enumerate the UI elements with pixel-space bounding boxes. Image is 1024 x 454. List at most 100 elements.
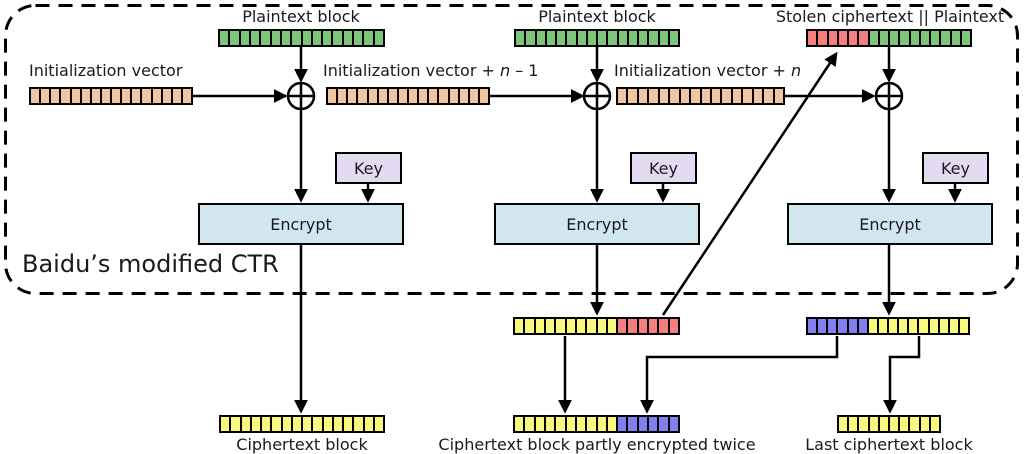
- cell-green: [608, 31, 619, 45]
- cell-yellow: [545, 319, 557, 333]
- cell-red: [859, 31, 870, 45]
- cell-green: [312, 31, 324, 45]
- cell-yellow: [303, 417, 314, 431]
- cell-red: [618, 319, 629, 333]
- cell-tan: [112, 89, 123, 103]
- cell-yellow: [364, 417, 375, 431]
- cell-green: [343, 31, 355, 45]
- cell-tan: [378, 89, 389, 103]
- cell-yellow: [515, 417, 526, 431]
- cell-tan: [649, 89, 660, 103]
- cell-green: [374, 31, 383, 45]
- ciphertext-block-2-label: Ciphertext block partly encrypted twice: [438, 435, 756, 454]
- cell-yellow: [354, 417, 365, 431]
- cell-tan: [764, 89, 775, 103]
- encrypt-box-1: Encrypt: [198, 203, 404, 245]
- iv2-label: Initialization vector + n – 1: [323, 61, 538, 80]
- right-output-block: [806, 317, 970, 335]
- cell-tan: [409, 89, 420, 103]
- iv-block-2: [326, 87, 490, 105]
- cell-tan: [51, 89, 62, 103]
- cell-tan: [162, 89, 173, 103]
- cell-green: [281, 31, 293, 45]
- middle-output-block: [513, 317, 680, 335]
- cell-yellow: [920, 417, 931, 431]
- cell-green: [364, 31, 375, 45]
- cell-yellow: [878, 319, 889, 333]
- cell-tan: [368, 89, 379, 103]
- cell-yellow: [515, 319, 526, 333]
- encrypt-box-2-label: Encrypt: [566, 214, 628, 234]
- iv-block-1: [29, 87, 193, 105]
- cell-green: [230, 31, 241, 45]
- cell-tan: [152, 89, 163, 103]
- cell-yellow: [959, 319, 968, 333]
- cell-green: [628, 31, 639, 45]
- cell-red: [669, 319, 678, 333]
- cell-yellow: [930, 417, 940, 431]
- cell-tan: [142, 89, 153, 103]
- cell-red: [828, 31, 839, 45]
- cell-tan: [132, 89, 143, 103]
- cell-green: [516, 31, 527, 45]
- xor-icon-3: [874, 81, 904, 111]
- cell-green: [567, 31, 578, 45]
- iv1-label-text: Initialization vector: [29, 61, 183, 80]
- cell-tan: [722, 89, 733, 103]
- cell-yellow: [889, 319, 900, 333]
- cell-tan: [701, 89, 712, 103]
- cell-blue: [628, 417, 639, 431]
- iv1-label: Initialization vector: [29, 61, 182, 80]
- cell-yellow: [333, 417, 344, 431]
- cell-yellow: [868, 319, 879, 333]
- cell-tan: [31, 89, 42, 103]
- cell-tan: [439, 89, 450, 103]
- cell-green: [261, 31, 272, 45]
- cell-tan: [469, 89, 480, 103]
- cell-blue: [838, 319, 849, 333]
- cell-blue: [649, 417, 660, 431]
- encrypt-box-3-label: Encrypt: [859, 214, 921, 234]
- plaintext-block-2-label: Plaintext block: [538, 7, 656, 26]
- cell-tan: [449, 89, 460, 103]
- cell-tan: [691, 89, 702, 103]
- cell-tan: [659, 89, 671, 103]
- cell-green: [598, 31, 609, 45]
- cell-tan: [479, 89, 488, 103]
- cell-green: [536, 31, 547, 45]
- cell-green: [669, 31, 678, 45]
- cell-yellow: [374, 417, 383, 431]
- cell-green: [546, 31, 557, 45]
- cell-yellow: [241, 417, 252, 431]
- cell-tan: [338, 89, 349, 103]
- cell-green: [526, 31, 537, 45]
- cell-yellow: [869, 417, 880, 431]
- plaintext-block-1: [218, 29, 385, 47]
- cell-tan: [81, 89, 92, 103]
- encrypt-box-3: Encrypt: [787, 203, 993, 245]
- cell-yellow: [556, 417, 567, 431]
- cell-green: [354, 31, 365, 45]
- cell-blue: [659, 417, 670, 431]
- cell-tan: [743, 89, 754, 103]
- cell-green: [557, 31, 568, 45]
- cell-blue: [818, 319, 829, 333]
- cell-yellow: [313, 417, 324, 431]
- cell-tan: [41, 89, 52, 103]
- cell-yellow: [919, 319, 930, 333]
- iv3-label: Initialization vector + n: [614, 61, 801, 80]
- cell-yellow: [323, 417, 334, 431]
- cell-blue: [669, 417, 678, 431]
- cell-yellow: [282, 417, 293, 431]
- cell-yellow: [879, 417, 891, 431]
- cell-yellow: [859, 417, 870, 431]
- plaintext-block-1-label: Plaintext block: [242, 7, 360, 26]
- cell-yellow: [344, 417, 355, 431]
- cell-green: [250, 31, 262, 45]
- cell-tan: [628, 89, 639, 103]
- cell-yellow: [597, 319, 608, 333]
- cell-yellow: [545, 417, 557, 431]
- cell-green: [292, 31, 303, 45]
- cell-yellow: [849, 417, 860, 431]
